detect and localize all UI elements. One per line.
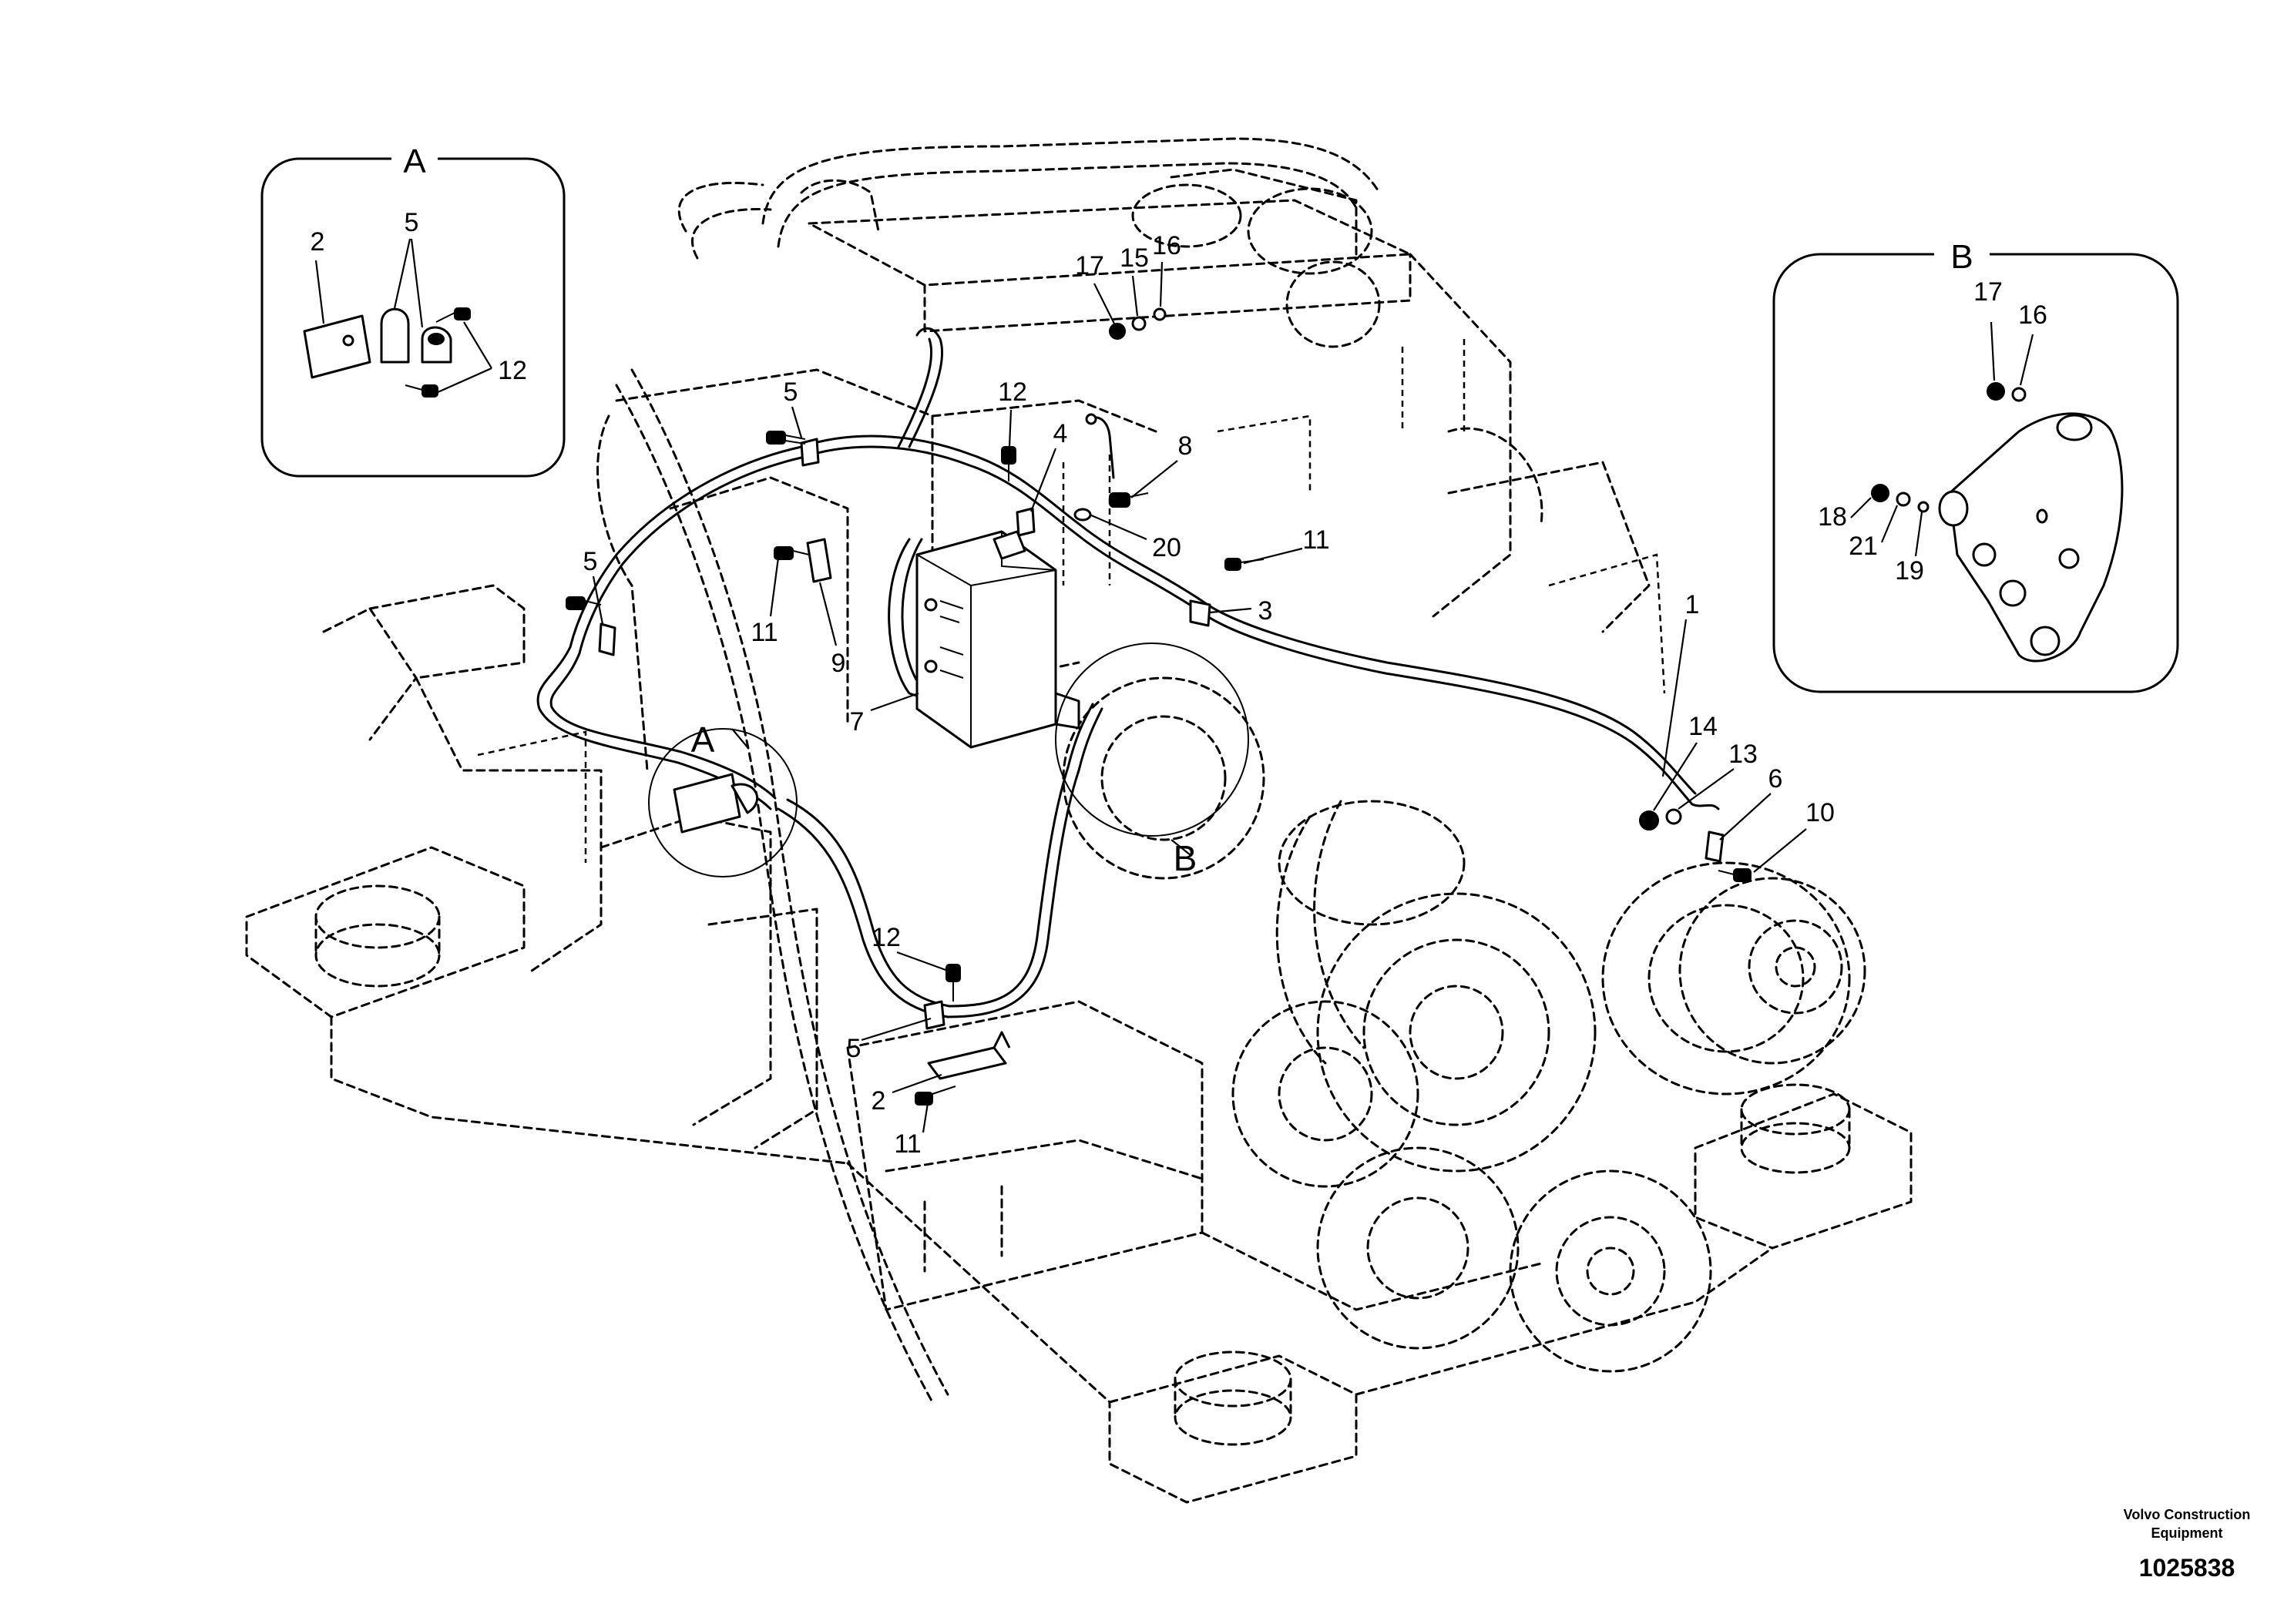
inset-b-plate	[1948, 412, 2124, 663]
callout-8: 8	[1178, 431, 1193, 461]
inset-a: A 2 5 12	[260, 143, 566, 478]
detail-circle-b	[1055, 643, 1249, 837]
callout-4: 4	[1053, 419, 1068, 448]
inset-b: B 17 16 18 21 19	[1772, 238, 2179, 693]
footer: Volvo Construction Equipment 1025838	[2124, 1507, 2251, 1582]
callout-16: 16	[1152, 231, 1181, 260]
callout-12-lower: 12	[872, 923, 901, 952]
inset-a-bracket	[303, 314, 371, 379]
inset-a-clamp-1	[380, 307, 410, 364]
main-parts	[566, 307, 1752, 1106]
callout-5-upper: 5	[784, 377, 798, 407]
main-leaders	[592, 261, 1807, 1133]
callout-7: 7	[850, 707, 865, 737]
detail-label-b: B	[1174, 838, 1197, 878]
callout-5-lower: 5	[847, 1034, 862, 1063]
inset-b-callout-19: 19	[1895, 556, 1924, 586]
bracket-9	[806, 538, 832, 583]
callout-12-upper: 12	[998, 377, 1027, 407]
clamp-upper-left	[800, 438, 820, 467]
inset-b-title: B	[1950, 238, 1973, 276]
detail-markers	[648, 643, 1249, 877]
clamp-3	[1189, 599, 1211, 627]
bolts	[566, 307, 1752, 1106]
harness-main	[536, 327, 1720, 1018]
inset-a-callout-12: 12	[498, 356, 527, 385]
inset-a-callout-2: 2	[311, 227, 325, 257]
clamp-left	[598, 622, 616, 656]
engine-ghost-outline	[245, 137, 1913, 1504]
callout-11-lower: 11	[894, 1129, 921, 1159]
clamp-lower	[923, 1000, 945, 1030]
callout-2: 2	[872, 1086, 886, 1116]
bracket-2-lower	[927, 1046, 1007, 1080]
inset-a-callout-5: 5	[405, 208, 419, 237]
callout-5-left: 5	[583, 547, 598, 576]
inset-b-callout-17: 17	[1973, 277, 2003, 307]
callout-11-right: 11	[1302, 525, 1329, 555]
clamp-4	[1016, 507, 1036, 537]
detail-label-a: A	[691, 720, 715, 760]
inset-b-callout-16: 16	[2018, 300, 2047, 330]
detail-circle-a	[648, 728, 798, 877]
callout-17: 17	[1075, 251, 1104, 280]
inset-b-callout-18: 18	[1818, 502, 1847, 532]
callout-20: 20	[1152, 533, 1181, 562]
brand-line-2: Equipment	[2151, 1525, 2223, 1541]
brand-line-1: Volvo Construction	[2124, 1507, 2251, 1522]
controller-unit	[915, 530, 1080, 749]
callout-13: 13	[1728, 740, 1758, 769]
callout-1: 1	[1685, 590, 1700, 619]
main-callouts: 5 5 5 2 11 12 11 9 7 12 4 8 20 11 3 1 14…	[583, 231, 1835, 1159]
callout-6: 6	[1768, 764, 1783, 794]
callout-11-upper: 11	[751, 618, 778, 647]
callout-10: 10	[1805, 798, 1835, 827]
callout-3: 3	[1258, 596, 1273, 626]
callout-15: 15	[1120, 243, 1149, 273]
callout-14: 14	[1688, 712, 1718, 741]
callout-9: 9	[831, 649, 846, 678]
inset-a-title: A	[403, 143, 426, 180]
inset-b-callout-21: 21	[1849, 532, 1878, 561]
document-id: 1025838	[2139, 1554, 2235, 1582]
